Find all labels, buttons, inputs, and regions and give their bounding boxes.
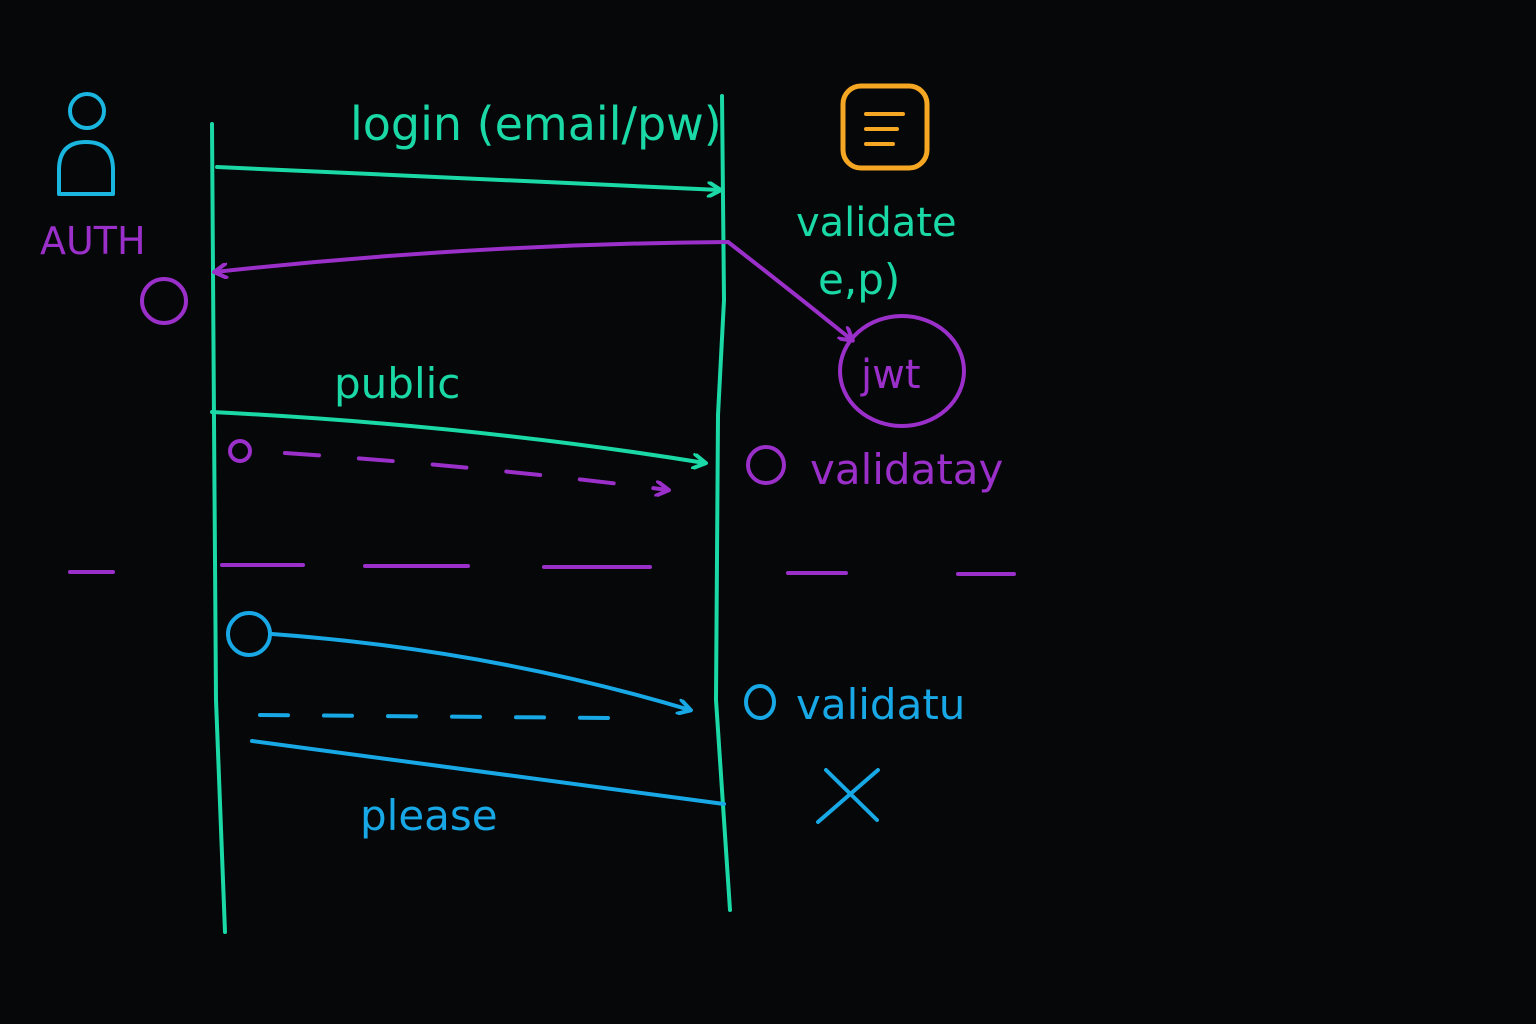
document-icon [840, 83, 930, 171]
public-arrow [210, 410, 705, 463]
login-arrow [215, 165, 720, 190]
return-arrow [215, 240, 730, 272]
blue-start-dot [226, 611, 272, 657]
close-icon [816, 768, 880, 824]
jwt-label: jwt [860, 352, 921, 398]
blue-arrow [270, 632, 690, 710]
validatu-dot [744, 684, 776, 720]
purple-dashed-start-dot [228, 439, 252, 463]
lifeline-right [714, 94, 732, 912]
lifeline-left [210, 122, 227, 934]
public-label: public [334, 359, 460, 408]
jwt-token [838, 314, 966, 428]
auth-label: AUTH [40, 219, 146, 263]
validatay-dot [746, 445, 786, 485]
validatu-label: validatu [796, 680, 965, 729]
please-label: please [360, 791, 498, 840]
user-icon [57, 92, 115, 196]
login-label: login (email/pw) [350, 97, 722, 151]
please-line [250, 739, 726, 806]
validate-params-label: e,p) [818, 255, 900, 304]
blue-dashed-line [258, 713, 612, 720]
jwt-arrow [726, 240, 852, 340]
validatay-label: validatay [810, 445, 1003, 494]
purple-dashed-arrow [283, 451, 668, 490]
validate-label: validate [796, 200, 957, 246]
auth-activation-dot [140, 277, 188, 325]
separator-line [68, 563, 1016, 576]
